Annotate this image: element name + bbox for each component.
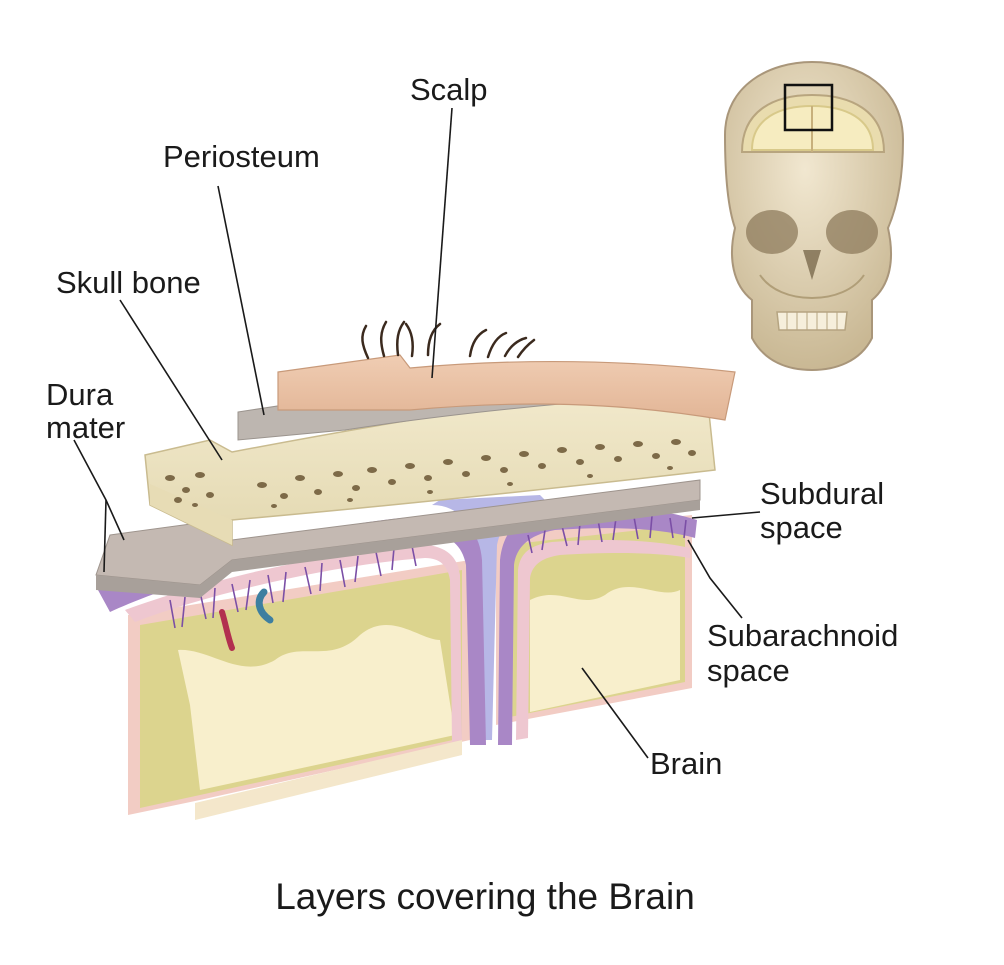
falx-csf [432, 495, 545, 740]
leader-scalp [431, 107, 453, 379]
nasal-cavity [803, 250, 821, 280]
label-subarachnoid-line1: Subarachnoid [707, 618, 899, 653]
label-subarachnoid-line2: space [707, 653, 790, 688]
skull-bone-layer [144, 374, 716, 547]
leader-dura [73, 439, 125, 541]
eye-socket-right [826, 210, 878, 254]
leader-lines [73, 107, 761, 759]
label-subdural-line1: Subdural [760, 476, 885, 511]
label-skull-bone: Skull bone [56, 265, 201, 300]
vein [255, 588, 274, 624]
label-dura-line1: Dura [46, 377, 114, 412]
pia-right [516, 540, 690, 740]
eye-socket-left [746, 210, 798, 254]
label-brain: Brain [650, 746, 723, 781]
zoom-box [783, 83, 834, 132]
bone-pores [165, 439, 696, 508]
label-dura-line2: mater [46, 410, 126, 445]
figure-caption: Layers covering the Brain [275, 876, 695, 917]
label-periosteum: Periosteum [163, 139, 320, 174]
skull-inset [723, 60, 905, 372]
label-scalp: Scalp [410, 72, 488, 107]
hair [361, 320, 536, 360]
leader-subarachnoid [687, 539, 743, 619]
brain-block-left [128, 560, 470, 820]
white-matter-left [178, 625, 455, 790]
artery [219, 609, 235, 651]
trabeculae [169, 515, 687, 629]
pia-left [125, 545, 462, 742]
label-subdural-line2: space [760, 510, 843, 545]
teeth [776, 311, 848, 331]
leader-brain [581, 667, 649, 759]
brain-block-right [496, 515, 692, 725]
leader-subdural [691, 511, 761, 519]
leader-skull-bone [119, 299, 223, 461]
leader-periosteum [217, 185, 265, 416]
scalp-layer [277, 320, 736, 421]
white-matter-right [530, 586, 680, 712]
